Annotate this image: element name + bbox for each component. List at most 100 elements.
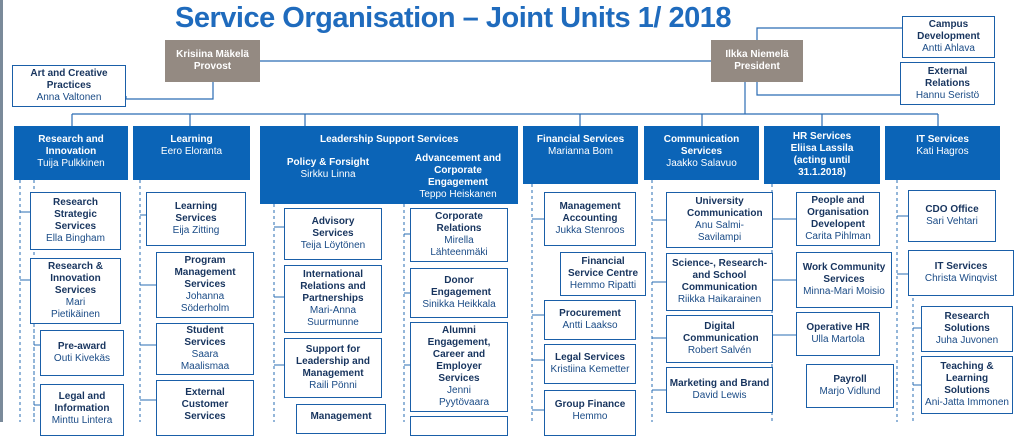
communication-unit: University Communication Anu Salmi-Savil…	[666, 192, 773, 248]
unit-name: Marketing and Brand	[669, 378, 770, 389]
unit-name: Research Solutions	[944, 311, 990, 334]
lss-left-unit: Support for Leadership and Management Ra…	[284, 338, 382, 398]
unit-name: Procurement	[559, 308, 621, 319]
lss-advancement-person: Teppo Heiskanen	[419, 189, 497, 200]
unit-person: Sari Vehtari	[926, 216, 978, 227]
it-unit: Teaching & Learning Solutions Ani-Jatta …	[921, 356, 1013, 414]
financial-header-person: Marianna Bom	[547, 146, 614, 157]
lss-right-unit: Donor Engagement Sinikka Heikkala	[410, 268, 508, 318]
hr-header-person: Eliisa Lassila	[790, 143, 854, 154]
research-header-person: Tuija Pulkkinen	[37, 158, 105, 169]
it-header-name: IT Services	[916, 134, 969, 145]
unit-person: Riikka Haikarainen	[677, 294, 762, 305]
lss-left-unit: Advisory Services Teija Löytönen	[284, 208, 382, 260]
provost-name: Krisiina Mäkelä	[176, 49, 249, 60]
unit-person: Ella Bingham	[46, 233, 105, 244]
unit-name: Student Services	[184, 325, 226, 348]
lss-right-unit-partial	[410, 416, 508, 436]
unit-name: Management	[310, 411, 372, 422]
page-title: Service Organisation – Joint Units 1/ 20…	[175, 2, 732, 34]
unit-name: Program Management Services	[174, 255, 236, 290]
president-name: Ilkka Niemelä	[725, 49, 789, 60]
unit-person: Saara Maalismaa	[180, 349, 230, 372]
unit-name: Management Accounting	[559, 201, 621, 224]
unit-name: Legal Services	[554, 352, 626, 363]
financial-unit: Procurement Antti Laakso	[544, 300, 636, 340]
external-unit-name: External Relations	[924, 65, 970, 89]
learning-unit: Student Services Saara Maalismaa	[156, 323, 254, 375]
lss-header: Leadership Support Services	[260, 126, 518, 204]
unit-name: People and Organisation Developent	[807, 195, 869, 230]
unit-person: Minna-Mari Moisio	[803, 286, 885, 297]
financial-unit: Management Accounting Jukka Stenroos	[544, 192, 636, 246]
unit-name: Work Community Services	[802, 262, 886, 285]
unit-person: Teija Löytönen	[300, 240, 366, 251]
unit-name: Operative HR	[806, 322, 870, 333]
it-unit: Research Solutions Juha Juvonen	[921, 306, 1013, 352]
art-unit: Art and Creative Practices Anna Valtonen	[12, 65, 126, 107]
unit-name: Financial Service Centre	[567, 256, 639, 279]
unit-name: International Relations and Partnerships	[300, 269, 366, 304]
lss-advancement-name: Advancement and Corporate Engagement	[414, 153, 502, 188]
hr-header: HR Services Eliisa Lassila (acting until…	[764, 126, 880, 184]
it-header: IT Services Kati Hagros	[885, 126, 1000, 180]
it-unit: CDO Office Sari Vehtari	[908, 190, 996, 242]
financial-unit: Legal Services Kristiina Kemetter	[544, 344, 636, 384]
lss-left-unit: International Relations and Partnerships…	[284, 265, 382, 333]
lss-policy: Policy & Forsight Sirkku Linna	[274, 157, 382, 181]
unit-person: Ulla Martola	[811, 334, 865, 345]
research-unit: Legal and Information Minttu Lintera	[40, 384, 124, 436]
unit-person: Sinikka Heikkala	[422, 299, 496, 310]
unit-person: Juha Juvonen	[935, 335, 999, 346]
provost-box: Krisiina Mäkelä Provost	[165, 40, 260, 82]
unit-name: University Communication	[687, 196, 763, 219]
left-edge-bar	[0, 0, 3, 422]
unit-name: CDO Office	[925, 204, 979, 215]
unit-person: Antti Laakso	[562, 320, 618, 331]
unit-name: Teaching & Learning Solutions	[940, 361, 994, 396]
communication-header-name: Communication Services	[663, 134, 740, 157]
hr-unit: People and Organisation Developent Carit…	[796, 192, 880, 246]
learning-unit: External Customer Services	[156, 380, 254, 436]
campus-unit-person: Antti Ahlava	[922, 43, 975, 54]
communication-header-person: Jaakko Salavuo	[666, 158, 737, 169]
art-unit-name: Art and Creative Practices	[30, 68, 108, 91]
hr-unit: Payroll Marjo Vidlund	[806, 364, 894, 408]
unit-person: Hemmo	[572, 411, 608, 422]
unit-person: Mari Pietikäinen	[51, 297, 100, 320]
it-unit: IT Services Christa Winqvist	[908, 250, 1014, 296]
learning-header-person: Eero Eloranta	[160, 146, 223, 157]
unit-name: IT Services	[934, 261, 988, 272]
financial-header-name: Financial Services	[536, 134, 625, 145]
communication-unit: Marketing and Brand David Lewis	[666, 367, 773, 413]
unit-person: Hemmo Ripatti	[569, 280, 637, 291]
financial-header: Financial Services Marianna Bom	[523, 126, 638, 184]
lss-policy-person: Sirkku Linna	[300, 169, 356, 180]
unit-person: Robert Salvén	[687, 345, 752, 356]
unit-person: Outi Kivekäs	[53, 353, 111, 364]
unit-person: Jukka Stenroos	[555, 225, 625, 236]
unit-name: Support for Leadership and Management	[296, 344, 370, 379]
unit-person: Eija Zitting	[172, 225, 220, 236]
learning-header: Learning Eero Eloranta	[133, 126, 250, 180]
unit-name: Group Finance	[554, 399, 626, 410]
unit-person: Anu Salmi-Savilampi	[695, 220, 744, 243]
campus-unit: Campus Development Antti Ahlava	[902, 16, 995, 58]
unit-person: Raili Pönni	[309, 380, 357, 391]
president-box: Ilkka Niemelä President	[711, 40, 803, 82]
learning-unit: Learning Services Eija Zitting	[146, 192, 246, 246]
unit-person: David Lewis	[692, 390, 747, 401]
unit-name: Learning Services	[174, 201, 218, 224]
lss-policy-name: Policy & Forsight	[286, 157, 370, 168]
provost-role: Provost	[193, 61, 232, 72]
unit-name: Research & Innovation Services	[47, 261, 104, 296]
unit-name: Payroll	[833, 374, 867, 385]
unit-name: Digital Communication	[683, 321, 759, 344]
unit-person: Christa Winqvist	[924, 273, 998, 284]
communication-unit: Digital Communication Robert Salvén	[666, 315, 773, 363]
unit-person: Ani-Jatta Immonen	[925, 397, 1009, 408]
financial-unit: Financial Service Centre Hemmo Ripatti	[560, 252, 646, 296]
communication-unit: Science-, Research- and School Communica…	[666, 253, 773, 311]
research-unit: Research Strategic Services Ella Bingham	[30, 192, 121, 250]
unit-person: Mirella Lähteenmäki	[430, 235, 488, 258]
